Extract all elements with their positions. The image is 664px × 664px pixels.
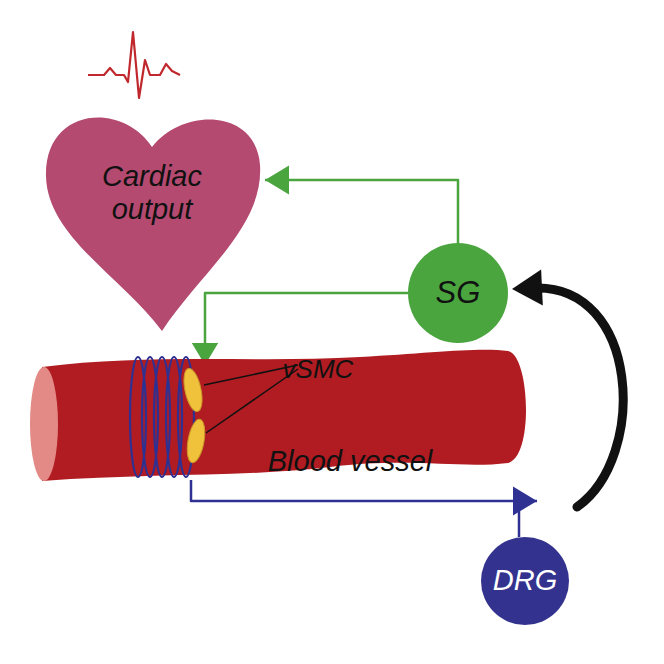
vsmc-cell bbox=[184, 418, 207, 464]
ganglion-circle: SG bbox=[408, 243, 508, 343]
connector-line bbox=[265, 180, 458, 243]
arrowhead bbox=[513, 487, 537, 516]
part-label: vSMC bbox=[283, 355, 354, 385]
node-label: Blood vessel bbox=[268, 445, 432, 478]
connector bbox=[512, 270, 623, 507]
sg-circle bbox=[408, 243, 508, 343]
vessel-body bbox=[42, 350, 526, 481]
node-label: Cardiac output bbox=[96, 160, 209, 227]
connector-line bbox=[191, 480, 537, 501]
drg-circle bbox=[481, 537, 569, 625]
connector-line bbox=[533, 288, 623, 507]
connector bbox=[265, 166, 458, 243]
vessel-shape: Blood vessel bbox=[30, 345, 530, 490]
arrowhead bbox=[265, 166, 289, 195]
heart-outline bbox=[46, 117, 260, 331]
vsmc-cell bbox=[181, 367, 206, 413]
ecg-trace bbox=[88, 32, 180, 98]
connector bbox=[191, 480, 537, 537]
arrowhead bbox=[512, 270, 543, 306]
vessel-lumen bbox=[30, 367, 58, 481]
heart-shape: Cardiac output bbox=[40, 105, 265, 335]
ganglion-circle: DRG bbox=[481, 537, 569, 625]
node-label: DRG bbox=[493, 564, 557, 597]
node-label: SG bbox=[436, 275, 481, 311]
